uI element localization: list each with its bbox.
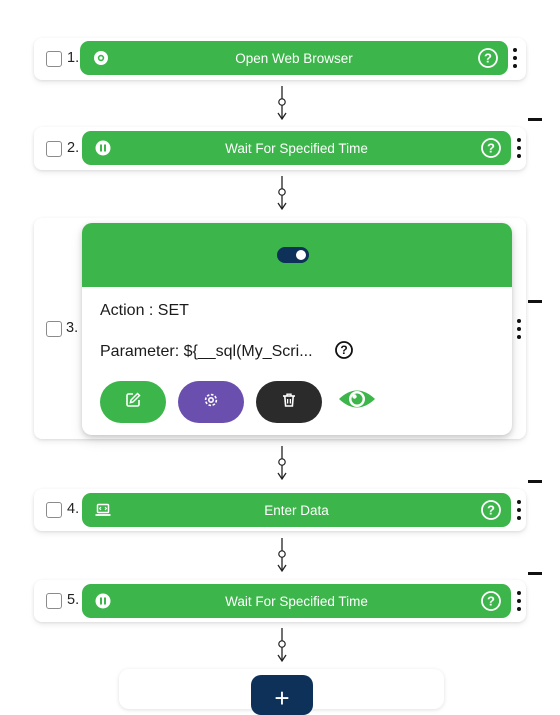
browser-icon	[92, 49, 110, 67]
svg-text:?: ?	[487, 141, 495, 156]
enable-toggle[interactable]	[277, 247, 309, 263]
step-card-4: 4. Enter Data ?	[34, 489, 526, 531]
plus-icon: +	[274, 683, 290, 713]
svg-text:?: ?	[484, 51, 492, 66]
drag-handle-icon[interactable]	[528, 118, 542, 121]
help-icon[interactable]: ?	[477, 47, 499, 69]
eye-icon[interactable]	[337, 385, 377, 413]
step-card-1: 1. Open Web Browser ?	[34, 38, 526, 80]
step-1-menu-icon[interactable]	[512, 48, 518, 68]
parameter-help-icon[interactable]: ?	[334, 340, 354, 360]
step-4-menu-icon[interactable]	[516, 500, 522, 520]
step-5-label: Wait For Specified Time	[225, 593, 368, 609]
connector-arrow	[274, 628, 290, 664]
drag-handle-icon[interactable]	[528, 300, 542, 303]
settings-button[interactable]	[178, 381, 244, 423]
step-3-detail-panel: Action : SET Parameter: ${__sql(My_Scri.…	[82, 223, 512, 435]
help-icon[interactable]: ?	[480, 499, 502, 521]
pause-icon	[94, 139, 112, 157]
step-5-action-pill[interactable]: Wait For Specified Time ?	[82, 584, 511, 618]
step-3-number: 3.	[66, 320, 79, 336]
step-3-panel-header	[82, 223, 512, 287]
step-2-number: 2.	[67, 140, 80, 156]
step-3-menu-icon[interactable]	[516, 319, 522, 339]
step-1-checkbox[interactable]	[46, 51, 62, 67]
connector-arrow	[274, 446, 290, 482]
step-2-checkbox[interactable]	[46, 141, 62, 157]
drag-handle-icon[interactable]	[528, 480, 542, 483]
step-card-2: 2. Wait For Specified Time ?	[34, 127, 526, 170]
drag-handle-icon[interactable]	[528, 572, 542, 575]
parameter-text: Parameter: ${__sql(My_Scri...	[100, 343, 313, 360]
action-text: Action : SET	[100, 302, 189, 319]
step-4-number: 4.	[67, 501, 80, 517]
help-icon[interactable]: ?	[480, 590, 502, 612]
step-card-5: 5. Wait For Specified Time ?	[34, 580, 526, 622]
svg-text:?: ?	[487, 503, 495, 518]
step-3-checkbox[interactable]	[46, 321, 62, 337]
laptop-icon	[94, 501, 112, 519]
step-2-menu-icon[interactable]	[516, 138, 522, 158]
help-icon[interactable]: ?	[480, 137, 502, 159]
step-4-checkbox[interactable]	[46, 502, 62, 518]
step-5-checkbox[interactable]	[46, 593, 62, 609]
step-4-action-pill[interactable]: Enter Data ?	[82, 493, 511, 527]
step-1-number: 1.	[67, 50, 80, 66]
step-1-label: Open Web Browser	[235, 50, 353, 66]
connector-arrow	[274, 538, 290, 574]
connector-arrow	[274, 176, 290, 212]
step-5-menu-icon[interactable]	[516, 591, 522, 611]
step-1-action-pill[interactable]: Open Web Browser ?	[80, 41, 508, 75]
step-2-label: Wait For Specified Time	[225, 140, 368, 156]
svg-text:?: ?	[340, 343, 347, 357]
pause-icon	[94, 592, 112, 610]
delete-button[interactable]	[256, 381, 322, 423]
svg-text:?: ?	[487, 594, 495, 609]
step-4-label: Enter Data	[264, 502, 329, 518]
gear-icon	[202, 391, 220, 414]
connector-arrow	[274, 86, 290, 122]
step-2-action-pill[interactable]: Wait For Specified Time ?	[82, 131, 511, 165]
add-step-card: +	[119, 669, 444, 715]
edit-button[interactable]	[100, 381, 166, 423]
trash-icon	[280, 391, 298, 414]
add-step-button[interactable]: +	[251, 675, 313, 715]
edit-icon	[124, 391, 142, 414]
step-5-number: 5.	[67, 592, 80, 608]
